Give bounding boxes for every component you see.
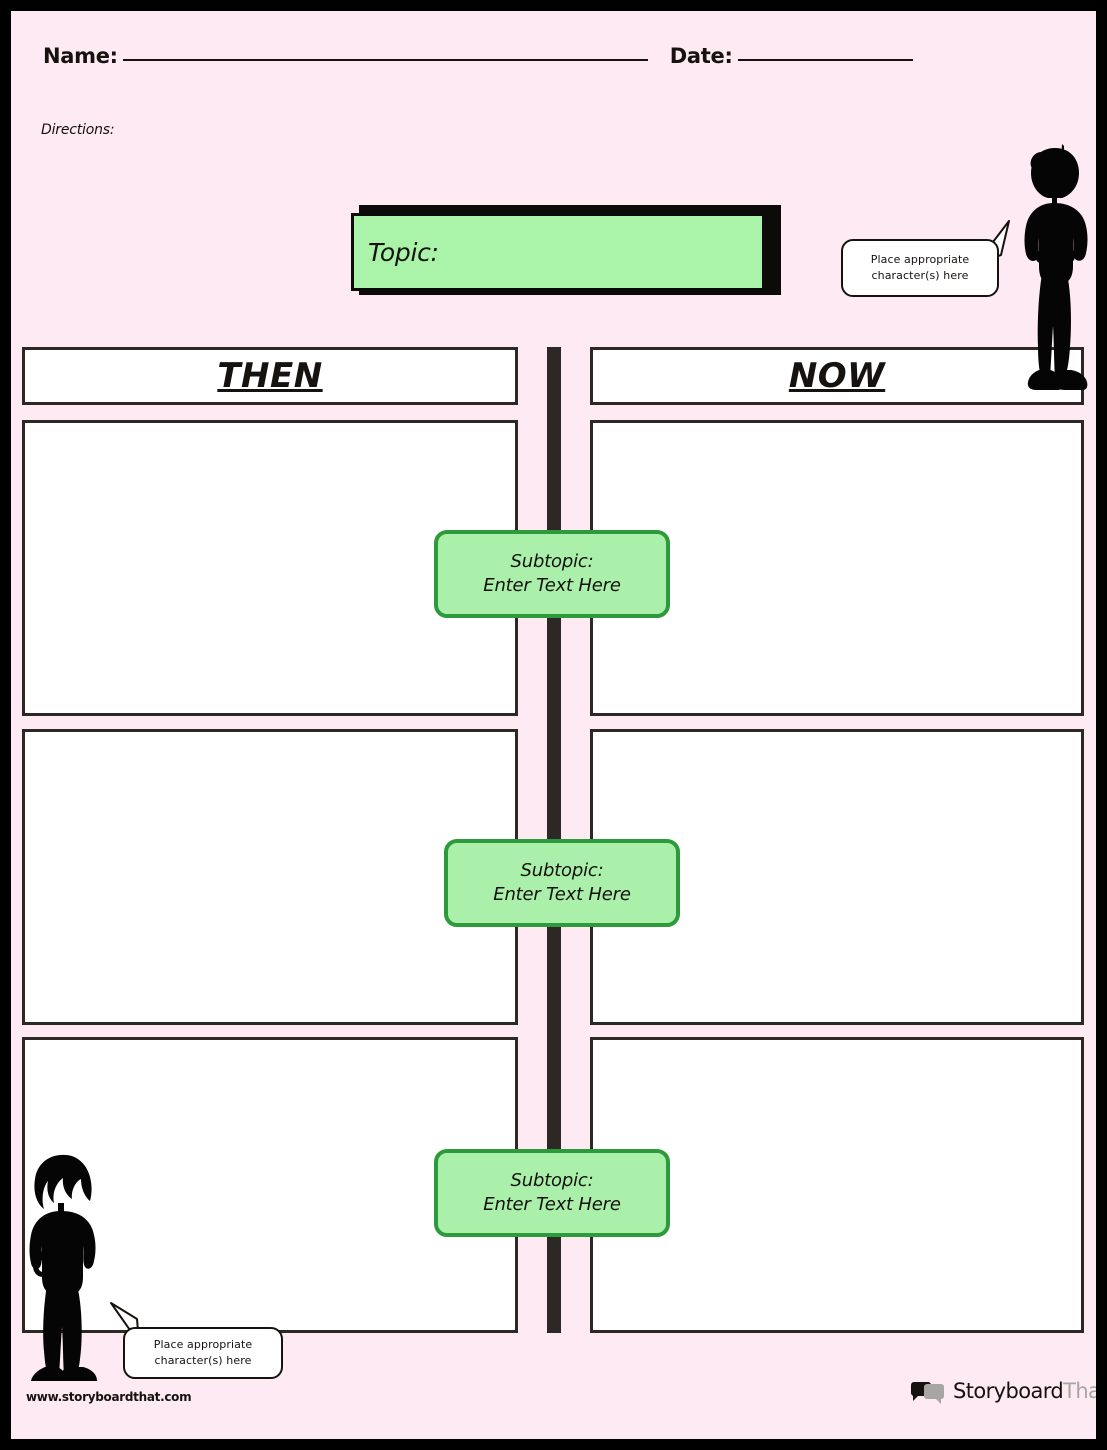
topic-box[interactable]: Topic: [351, 213, 765, 291]
callout-bottom-left: Place appropriate character(s) here [123, 1327, 283, 1379]
subtopic-box-2[interactable]: Subtopic: Enter Text Here [444, 839, 680, 927]
standing-person-silhouette-icon [1015, 142, 1095, 396]
date-input-line[interactable] [737, 59, 913, 61]
column-header-then-label: THEN [217, 356, 323, 396]
callout-bottom-left-line1: Place appropriate [153, 1338, 253, 1352]
date-label: Date: [669, 44, 733, 68]
column-header-now-label: NOW [788, 356, 886, 396]
subtopic-2-line2: Enter Text Here [493, 884, 631, 905]
topic-box-wrapper: Topic: [351, 205, 781, 305]
column-header-then: THEN [22, 347, 518, 405]
brand-name-primary: Storyboard [953, 1379, 1064, 1403]
subtopic-1-line1: Subtopic: [510, 551, 594, 573]
callout-top-right-line1: Place appropriate [870, 253, 970, 267]
directions-label: Directions: [41, 122, 115, 138]
subtopic-box-3[interactable]: Subtopic: Enter Text Here [434, 1149, 670, 1237]
speech-bubbles-logo-icon [911, 1380, 945, 1404]
name-input-line[interactable] [122, 59, 648, 61]
subtopic-box-1[interactable]: Subtopic: Enter Text Here [434, 530, 670, 618]
name-date-row: Name: Date: [43, 44, 913, 68]
callout-top-right: Place appropriate character(s) here [841, 239, 999, 297]
footer-url[interactable]: www.storyboardthat.com [26, 1390, 192, 1404]
logo-bubble-gray [924, 1384, 944, 1404]
callout-top-right-line2: character(s) here [871, 269, 969, 282]
subtopic-2-line1: Subtopic: [520, 860, 604, 882]
topic-label: Topic: [368, 237, 439, 267]
brand-name-secondary: That [1063, 1379, 1096, 1403]
name-label: Name: [43, 44, 118, 68]
column-header-now: NOW [590, 347, 1084, 405]
subtopic-3-line2: Enter Text Here [483, 1194, 621, 1215]
worksheet-sheet: Name: Date: Directions: Topic: THEN NOW [11, 11, 1096, 1439]
subtopic-1-line2: Enter Text Here [483, 575, 621, 596]
storyboardthat-logo[interactable]: StoryboardThat [911, 1379, 1096, 1404]
panel-then-2[interactable] [22, 729, 518, 1025]
panel-now-1[interactable] [590, 420, 1084, 716]
standing-person-silhouette-icon-2 [19, 1151, 119, 1385]
brand-name: StoryboardThat [953, 1379, 1096, 1403]
subtopic-3-line1: Subtopic: [510, 1170, 594, 1192]
callout-bottom-left-line2: character(s) here [154, 1354, 252, 1367]
